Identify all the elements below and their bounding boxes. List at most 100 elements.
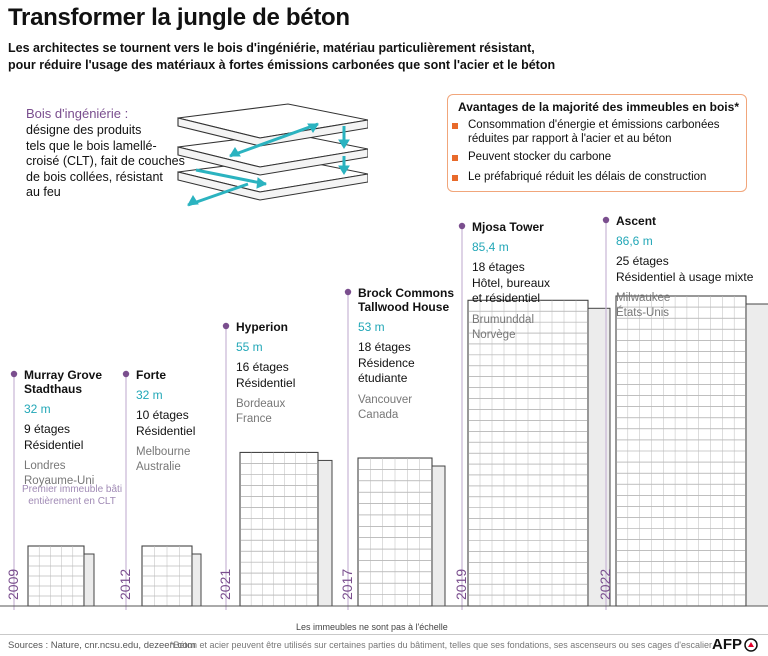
timeline-dot	[344, 288, 352, 296]
clt-desc-line: tels que le bois lamellé-	[26, 138, 157, 153]
clt-description: désigne des produits tels que le bois la…	[26, 123, 185, 201]
building-location: Norvège	[472, 328, 516, 341]
building-info: Résidentiel à usage mixte	[616, 269, 754, 284]
building-location: Canada	[358, 408, 399, 421]
building-note-line: entièrement en CLT	[28, 496, 116, 507]
building-info: 10 étages	[136, 408, 189, 422]
building-height: 53 m	[358, 320, 385, 334]
building-info: 18 étages	[472, 260, 525, 274]
clt-desc-line: au feu	[26, 185, 61, 199]
building-info: 18 étages	[358, 340, 411, 354]
building-bar	[467, 299, 611, 607]
building-side	[317, 459, 333, 607]
building-info: 25 étages	[616, 254, 669, 268]
building-name: Brock Commons	[358, 286, 455, 300]
building-location: France	[236, 413, 272, 425]
building-location: Brumunddal	[472, 313, 535, 326]
building-info: 16 étages	[236, 360, 289, 374]
building-year: 2012	[117, 568, 133, 600]
afp-logo: AFP	[712, 636, 758, 653]
afp-logo-text: AFP	[712, 636, 742, 653]
bullet-icon	[452, 175, 458, 181]
building-height: 86,6 m	[616, 234, 653, 248]
building-bar	[615, 295, 768, 607]
advantages-title: Avantages de la majorité des immeubles e…	[458, 100, 739, 114]
advantage-text: Le préfabriqué réduit les délais de cons…	[468, 171, 707, 183]
building-year: 2017	[339, 568, 355, 600]
building-name: Tallwood House	[358, 300, 450, 314]
clt-layers-diagram	[177, 103, 368, 207]
building-height: 55 m	[236, 340, 263, 354]
building-height: 32 m	[136, 388, 163, 402]
subtitle-line: Les architectes se tournent vers le bois…	[8, 41, 535, 55]
building-year: 2019	[453, 568, 469, 600]
subtitle: Les architectes se tournent vers le bois…	[8, 40, 748, 74]
building-location: Royaume-Uni	[24, 475, 95, 487]
building-location: Milwaukee	[616, 292, 671, 304]
building-name: Hyperion	[236, 320, 289, 334]
building-info: 9 étages	[24, 422, 71, 436]
building-height: 32 m	[24, 402, 51, 416]
building-name: Ascent	[616, 214, 657, 228]
building-side	[745, 303, 768, 607]
building-side	[587, 307, 611, 607]
building-location: Vancouver	[358, 393, 413, 406]
footnote: *Béton et acier peuvent être utilisés su…	[170, 640, 713, 650]
building-year: 2022	[597, 568, 613, 600]
building-info: étudiante	[358, 371, 408, 385]
building-location: États-Unis	[616, 307, 670, 319]
footer-divider	[0, 634, 768, 635]
timeline-dot	[458, 222, 466, 230]
building-bar	[27, 545, 95, 607]
building-info: Résidentiel	[24, 437, 84, 452]
building-info: Résidence	[358, 355, 415, 370]
bullet-icon	[452, 123, 458, 129]
buildings-chart	[0, 216, 768, 610]
building-name: Forte	[136, 368, 166, 382]
building-year: 2021	[217, 568, 233, 600]
advantage-line: Consommation d'énergie et émissions carb…	[468, 119, 720, 131]
clt-desc-line: de bois collées, résistant	[26, 169, 163, 184]
building-year: 2009	[5, 568, 21, 600]
timeline-dot	[10, 370, 18, 378]
building-side	[83, 553, 95, 607]
building-location: Londres	[24, 460, 66, 472]
building-info: Résidentiel	[136, 423, 196, 438]
building-location: Melbourne	[136, 446, 191, 458]
advantage-line: réduites par rapport à l'acier et au bét…	[468, 133, 672, 145]
building-name: Murray Grove	[24, 368, 103, 382]
building-info: Résidentiel	[236, 375, 296, 390]
building-side	[191, 553, 202, 607]
subtitle-line: pour réduire l'usage des matériaux à for…	[8, 58, 556, 72]
page-title: Transformer la jungle de béton	[8, 4, 350, 31]
building-name: Mjosa Tower	[472, 220, 544, 234]
building-info: et résidentiel	[472, 291, 541, 305]
building-bar	[239, 451, 333, 607]
building-location: Australie	[136, 461, 181, 473]
building-note-line: Premier immeuble bâti	[22, 484, 123, 495]
advantages-box	[447, 94, 747, 192]
building-height: 85,4 m	[472, 240, 509, 254]
clt-title: Bois d'ingéniérie :	[26, 106, 129, 121]
timeline-dot	[122, 370, 130, 378]
timeline-dot	[222, 322, 230, 330]
building-side	[431, 465, 446, 607]
building-bar	[141, 545, 202, 607]
building-name: Stadthaus	[24, 382, 83, 396]
advantage-text: Consommation d'énergie et émissions carb…	[468, 118, 720, 146]
timeline-dot	[602, 216, 610, 224]
sources: Sources : Nature, cnr.ncsu.edu, dezeen.c…	[8, 640, 196, 651]
afp-logo-icon	[744, 637, 758, 652]
clt-desc-line: désigne des produits	[26, 123, 142, 137]
bullet-icon	[452, 155, 458, 161]
clt-desc-line: croisé (CLT), fait de couches	[26, 154, 185, 168]
building-info: Hôtel, bureaux	[472, 275, 551, 290]
advantage-text: Peuvent stocker du carbone	[468, 151, 612, 163]
